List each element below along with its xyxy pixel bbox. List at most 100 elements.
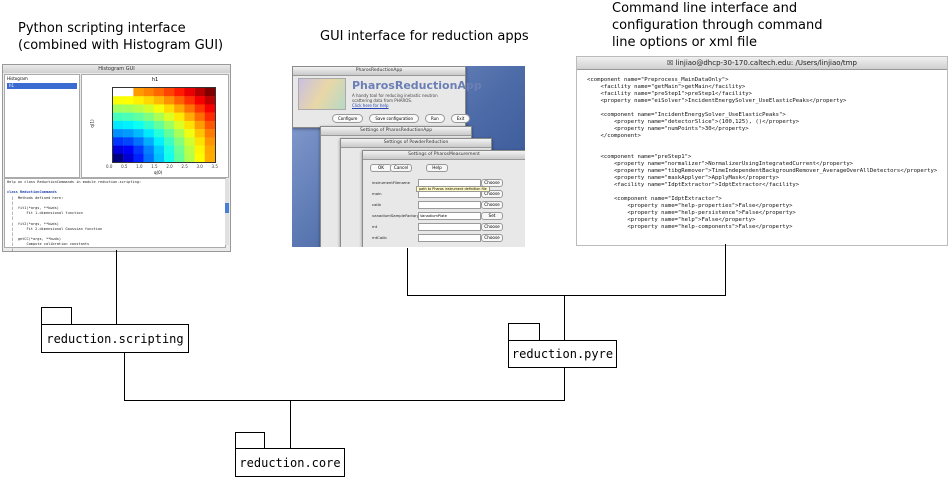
- connector-scripting-shot: [116, 250, 117, 325]
- xml-line: <component name="IncidentEnergySolver_Us…: [587, 112, 786, 118]
- plot-x-tick: 1.5: [151, 164, 158, 169]
- heatmap-cell: [174, 96, 185, 105]
- heatmap-cell: [123, 112, 134, 122]
- dialog-field-label: calib: [372, 202, 381, 207]
- caption-scripting: Python scripting interface (combined wit…: [18, 21, 224, 53]
- console-line: | Fit 1-dimensional function: [7, 211, 83, 216]
- heatmap-cell: [133, 88, 144, 97]
- xml-line: </component>: [587, 133, 641, 139]
- xml-line: <property name="help-properties">False</…: [587, 203, 793, 209]
- heatmap-cell: [113, 129, 124, 138]
- screenshot-command-line-interface: ☒ linjiao@dhcp-30-170.caltech.edu: /User…: [576, 56, 948, 246]
- heatmap-cell: [133, 137, 144, 146]
- main-app-button[interactable]: Configure: [332, 114, 364, 123]
- xml-line: [587, 140, 937, 147]
- heatmap-cell: [153, 153, 165, 162]
- heatmap-cell: [164, 96, 175, 105]
- heatmap-cell: [133, 153, 144, 162]
- heatmap-cell: [143, 112, 155, 122]
- heatmap-cell: [194, 145, 206, 154]
- dialog-field-label: vanadiumSampleFactory: [372, 213, 419, 218]
- heatmap-cell: [133, 145, 144, 154]
- dialog-field-button[interactable]: Choose: [481, 223, 503, 231]
- heatmap-cell: [143, 88, 155, 97]
- dialog-field-button[interactable]: Set: [481, 212, 503, 220]
- xml-line: <property name="numPoints">30</property>: [587, 126, 749, 132]
- field-tooltip: path to Pharos instrument definition fil…: [416, 186, 490, 192]
- heatmap-cell: [143, 96, 155, 105]
- terminal-title: linjiao@dhcp-30-170.caltech.edu: /Users/…: [675, 59, 857, 67]
- heatmap-cell: [153, 104, 165, 113]
- plot-x-tick: 0.0: [106, 164, 113, 169]
- app-logo: [298, 78, 346, 110]
- package-reduction-core: reduction.core: [235, 448, 345, 477]
- heatmap-cell: [184, 153, 195, 162]
- heatmap-cell: [123, 137, 134, 146]
- heatmap-cell: [194, 153, 206, 162]
- connector-pyre-up: [564, 295, 565, 340]
- heatmap-cell: [123, 96, 134, 105]
- main-app-button[interactable]: Save configuration: [369, 114, 420, 123]
- heatmap-cell: [194, 96, 206, 105]
- heatmap-cell: [153, 96, 165, 105]
- heatmap-cell: [194, 104, 206, 113]
- main-app-button[interactable]: Exit: [450, 114, 471, 123]
- histogram-list-label: Histogram: [7, 76, 28, 81]
- xml-line: <property name="tibgRemover">TimeIndepen…: [587, 168, 938, 174]
- dialog-field-button[interactable]: Choose: [481, 234, 503, 242]
- console-line: | fit1(*args, **kwds): [7, 206, 59, 211]
- xml-line: [587, 189, 937, 196]
- xml-line: <facility name="preStep1">preStep1</faci…: [587, 91, 753, 97]
- console-line: | fit2(*args, **kwds): [7, 221, 59, 226]
- plot-x-tick: 3.5: [211, 164, 218, 169]
- main-app-button[interactable]: Run: [425, 114, 445, 123]
- heatmap-cell: [184, 104, 195, 113]
- heatmap-cell: [174, 104, 185, 113]
- heatmap-cell: [153, 88, 165, 97]
- dialog-button[interactable]: Cancel: [390, 164, 412, 172]
- dialog-button[interactable]: Help: [426, 164, 448, 172]
- dialog-field-button[interactable]: Choose: [481, 201, 503, 209]
- connector-gui-to-cli: [407, 295, 725, 296]
- dialog-button[interactable]: OK: [370, 164, 392, 172]
- dialog-field-input[interactable]: VanadiumPlate: [418, 212, 481, 220]
- dialog-field-button[interactable]: Choose: [481, 190, 503, 198]
- heatmap-cell: [143, 153, 155, 162]
- console-line: Help on class ReductionCommands in modul…: [7, 180, 142, 184]
- heatmap-cell: [164, 129, 175, 138]
- xml-line: <property name="help">False</property>: [587, 217, 756, 223]
- xml-line: <property name="help-persistence">False<…: [587, 210, 796, 216]
- heatmap-cell: [143, 145, 155, 154]
- heatmap-cell: [184, 120, 195, 130]
- package-label-core: reduction.core: [239, 455, 341, 470]
- heatmap-cell: [133, 129, 144, 138]
- connector-core-up: [290, 400, 291, 449]
- heatmap-cell: [143, 137, 155, 146]
- histogram-list-pane: Histogram h1: [4, 74, 80, 178]
- heatmap-cell: [164, 112, 175, 122]
- package-reduction-scripting: reduction.scripting: [41, 324, 189, 353]
- app-subtitle: A handy tool for reducing inelastic neut…: [352, 93, 438, 103]
- plot-y-axis-label: q(1): [89, 119, 95, 128]
- plot-x-tick: 1.0: [136, 164, 143, 169]
- dialog-title: Settings of PharosMeasurement: [363, 151, 525, 160]
- main-button-row: Configure Save configuration Run Exit: [332, 114, 471, 123]
- dialog-field-input[interactable]: [418, 223, 481, 231]
- dialog-field-label: main: [372, 191, 382, 196]
- package-label-scripting: reduction.scripting: [46, 331, 184, 346]
- heatmap-cell: [123, 153, 134, 162]
- console-line: | getCC(*args, **kwds): [7, 237, 62, 242]
- heatmap-cell: [204, 153, 215, 162]
- plot-x-tick: 2.0: [166, 164, 173, 169]
- dialog-field-button[interactable]: Choose: [481, 179, 503, 187]
- connector-pyre-down: [564, 367, 565, 401]
- heatmap-cell: [184, 137, 195, 146]
- app-title: PharosReductionApp: [352, 79, 482, 92]
- heatmap-cell: [123, 104, 134, 113]
- dialog-field-input[interactable]: [418, 234, 481, 242]
- heatmap-cell: [194, 112, 206, 122]
- console-line: | Compute calibration constants: [7, 242, 90, 247]
- dialog-field-input[interactable]: [418, 201, 481, 209]
- heatmap-cell: [153, 129, 165, 138]
